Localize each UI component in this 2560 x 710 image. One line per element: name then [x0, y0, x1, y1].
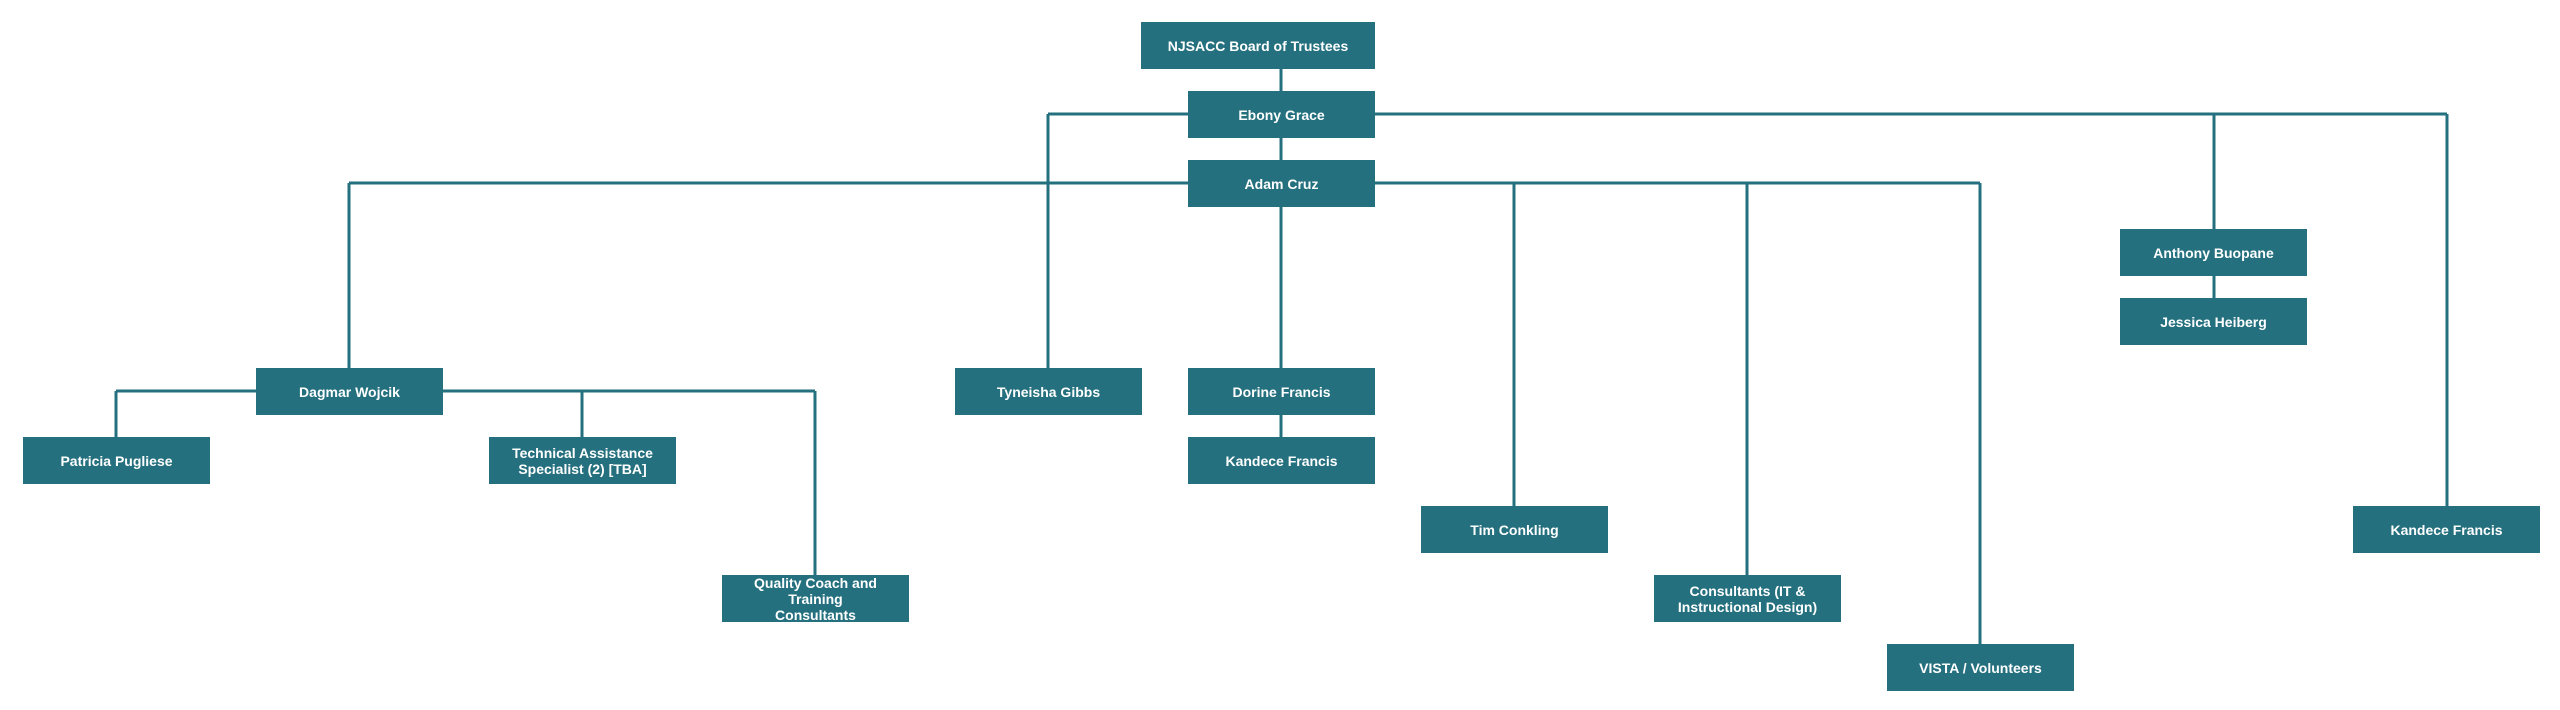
node-label: Dagmar Wojcik — [299, 383, 400, 400]
node-tim-conkling[interactable]: Tim Conkling — [1421, 506, 1608, 553]
node-label: Anthony Buopane — [2153, 244, 2274, 261]
node-label: Kandece Francis — [2390, 521, 2503, 538]
node-adam-cruz[interactable]: Adam Cruz — [1188, 160, 1375, 207]
node-label-line-1: Quality Coach and Training — [754, 574, 877, 607]
node-label: NJSACC Board of Trustees — [1167, 37, 1349, 54]
node-label-line-1: Technical Assistance — [512, 444, 653, 461]
node-label-line-2: Specialist (2) [TBA] — [518, 460, 647, 477]
node-label: Tim Conkling — [1470, 521, 1559, 538]
node-label: VISTA / Volunteers — [1919, 659, 2042, 676]
node-vista-volunteers[interactable]: VISTA / Volunteers — [1887, 644, 2074, 691]
node-kandece-francis-1[interactable]: Kandece Francis — [1188, 437, 1375, 484]
node-label-line-2: Instructional Design) — [1677, 598, 1818, 615]
node-label: Adam Cruz — [1244, 175, 1319, 192]
node-anthony-buopane[interactable]: Anthony Buopane — [2120, 229, 2307, 276]
node-label: Jessica Heiberg — [2160, 313, 2267, 330]
node-kandece-francis-2[interactable]: Kandece Francis — [2353, 506, 2540, 553]
node-label: Kandece Francis — [1225, 452, 1338, 469]
node-tyneisha-gibbs[interactable]: Tyneisha Gibbs — [955, 368, 1142, 415]
node-label-line-2: Consultants — [775, 606, 856, 623]
node-patricia-pugliese[interactable]: Patricia Pugliese — [23, 437, 210, 484]
node-quality-coach-consultants[interactable]: Quality Coach and Training Consultants — [722, 574, 909, 623]
node-dagmar-wojcik[interactable]: Dagmar Wojcik — [256, 368, 443, 415]
node-label-line-1: Consultants (IT & — [1689, 582, 1806, 599]
node-label: Patricia Pugliese — [60, 452, 173, 469]
node-label: Tyneisha Gibbs — [996, 383, 1101, 400]
node-jessica-heiberg[interactable]: Jessica Heiberg — [2120, 298, 2307, 345]
node-label: Dorine Francis — [1232, 383, 1331, 400]
node-consultants-it[interactable]: Consultants (IT & Instructional Design) — [1654, 575, 1841, 622]
node-dorine-francis[interactable]: Dorine Francis — [1188, 368, 1375, 415]
node-board-of-trustees[interactable]: NJSACC Board of Trustees — [1141, 22, 1375, 69]
node-ebony-grace[interactable]: Ebony Grace — [1188, 91, 1375, 138]
node-technical-assistance-specialist[interactable]: Technical Assistance Specialist (2) [TBA… — [489, 437, 676, 484]
node-label: Ebony Grace — [1238, 106, 1325, 123]
